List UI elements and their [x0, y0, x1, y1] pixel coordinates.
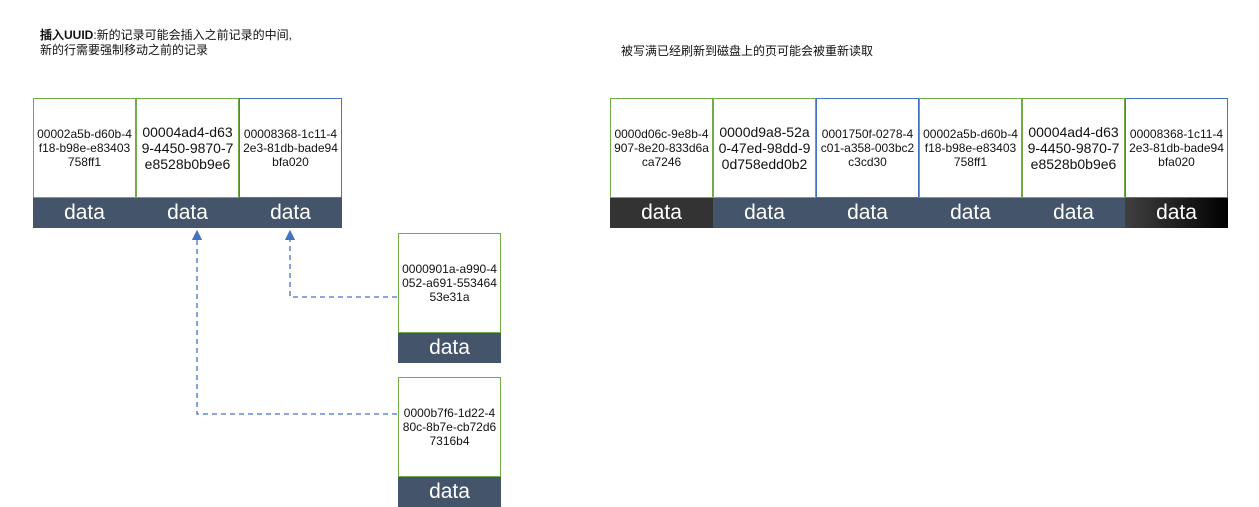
insert-arrow-1: [284, 229, 397, 298]
record-uuid: 00004ad4-d639-4450-9870-7e8528b0b9e6: [136, 98, 239, 198]
record-data: data: [610, 198, 713, 228]
insert-arrow-2: [191, 229, 397, 415]
left-record-1: 00002a5b-d60b-4f18-b98e-e83403758ff1 dat…: [33, 98, 136, 228]
left-caption-line1: 插入UUID:新的记录可能会插入之前记录的中间,: [40, 28, 293, 42]
left-caption: 插入UUID:新的记录可能会插入之前记录的中间, 新的行需要强制移动之前的记录: [40, 28, 292, 58]
record-data: data: [816, 198, 919, 228]
record-data: data: [136, 198, 239, 228]
record-data: data: [398, 333, 501, 363]
record-uuid: 0000b7f6-1d22-480c-8b7e-cb72d67316b4: [398, 377, 501, 477]
left-record-2: 00004ad4-d639-4450-9870-7e8528b0b9e6 dat…: [136, 98, 239, 228]
right-caption: 被写满已经刷新到磁盘上的页可能会被重新读取: [621, 44, 874, 58]
right-record-1: 0000d06c-9e8b-4907-8e20-833d6aca7246 dat…: [610, 98, 713, 228]
left-caption-bold: 插入UUID: [40, 28, 94, 42]
left-caption-line2: 新的行需要强制移动之前的记录: [40, 43, 209, 57]
record-uuid: 00002a5b-d60b-4f18-b98e-e83403758ff1: [919, 98, 1022, 198]
record-data: data: [239, 198, 342, 228]
record-data: data: [1022, 198, 1125, 228]
record-uuid: 00008368-1c11-42e3-81db-bade94bfa020: [239, 98, 342, 198]
right-record-5: 00004ad4-d639-4450-9870-7e8528b0b9e6 dat…: [1022, 98, 1125, 228]
record-data: data: [398, 477, 501, 507]
left-record-3: 00008368-1c11-42e3-81db-bade94bfa020 dat…: [239, 98, 342, 228]
record-data: data: [919, 198, 1022, 228]
record-data: data: [713, 198, 816, 228]
right-record-2: 0000d9a8-52a0-47ed-98dd-90d758edd0b2 dat…: [713, 98, 816, 228]
record-data: data: [1125, 198, 1228, 228]
record-uuid: 0000d06c-9e8b-4907-8e20-833d6aca7246: [610, 98, 713, 198]
right-record-6: 00008368-1c11-42e3-81db-bade94bfa020 dat…: [1125, 98, 1228, 228]
inserted-record-1: 0000901a-a990-4052-a691-55346453e31a dat…: [398, 233, 501, 363]
record-uuid: 0000d9a8-52a0-47ed-98dd-90d758edd0b2: [713, 98, 816, 198]
record-uuid: 0000901a-a990-4052-a691-55346453e31a: [398, 233, 501, 333]
record-data: data: [33, 198, 136, 228]
right-record-4: 00002a5b-d60b-4f18-b98e-e83403758ff1 dat…: [919, 98, 1022, 228]
record-uuid: 00008368-1c11-42e3-81db-bade94bfa020: [1125, 98, 1228, 198]
record-uuid: 00002a5b-d60b-4f18-b98e-e83403758ff1: [33, 98, 136, 198]
inserted-record-2: 0000b7f6-1d22-480c-8b7e-cb72d67316b4 dat…: [398, 377, 501, 507]
record-uuid: 0001750f-0278-4c01-a358-003bc2c3cd30: [816, 98, 919, 198]
record-uuid: 00004ad4-d639-4450-9870-7e8528b0b9e6: [1022, 98, 1125, 198]
right-record-3: 0001750f-0278-4c01-a358-003bc2c3cd30 dat…: [816, 98, 919, 228]
